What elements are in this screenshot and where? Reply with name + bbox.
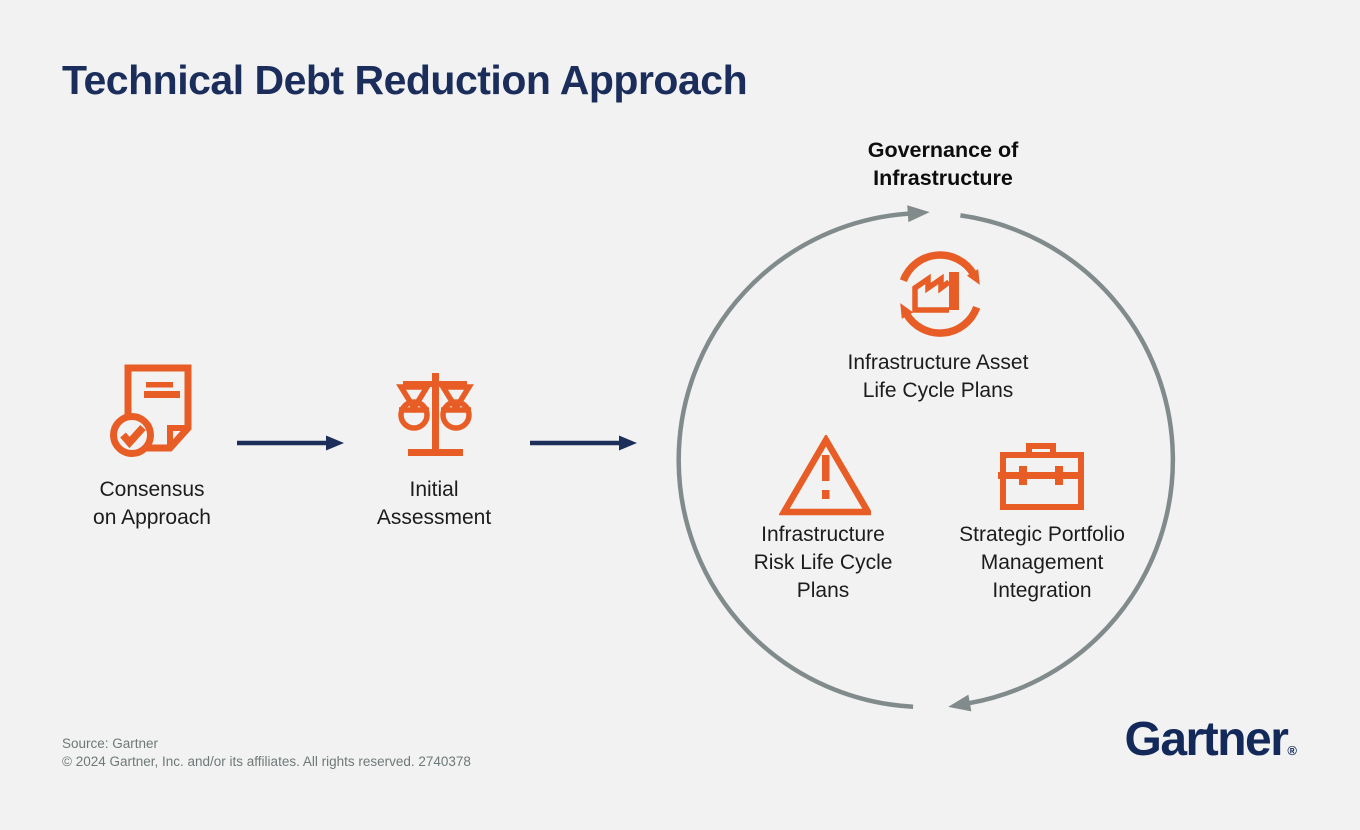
cycle-heading: Governance of Infrastructure <box>867 138 1019 190</box>
gartner-logo: Gartner® <box>1125 716 1297 764</box>
registered-trademark-icon: ® <box>1287 743 1297 758</box>
footer-source: Source: Gartner <box>62 736 159 751</box>
gartner-logo-text: Gartner <box>1124 713 1289 766</box>
cycle-label-asset-plans: Infrastructure Asset Life Cycle Plans <box>847 351 1029 402</box>
cycle-label-risk-plans: Infrastructure Risk Life Cycle Plans <box>753 523 893 602</box>
scales-icon <box>396 373 474 456</box>
briefcase-icon <box>998 443 1084 510</box>
flow-arrow-icon <box>237 435 344 451</box>
step-label-consensus: Consensus on Approach <box>93 478 211 529</box>
footer-copyright: © 2024 Gartner, Inc. and/or its affiliat… <box>62 753 471 769</box>
factory-cycle-icon <box>899 251 981 337</box>
cycle-label-portfolio-integration: Strategic Portfolio Management Integrati… <box>959 523 1125 602</box>
step-label-initial-assessment: Initial Assessment <box>376 478 492 529</box>
document-check-icon <box>110 364 192 457</box>
footer: Source: Gartner © 2024 Gartner, Inc. and… <box>62 735 471 770</box>
cycle-arrow-icon <box>676 205 1176 712</box>
flow-arrow-icon <box>530 435 637 451</box>
warning-triangle-icon <box>779 435 871 516</box>
page-title: Technical Debt Reduction Approach <box>62 57 748 103</box>
